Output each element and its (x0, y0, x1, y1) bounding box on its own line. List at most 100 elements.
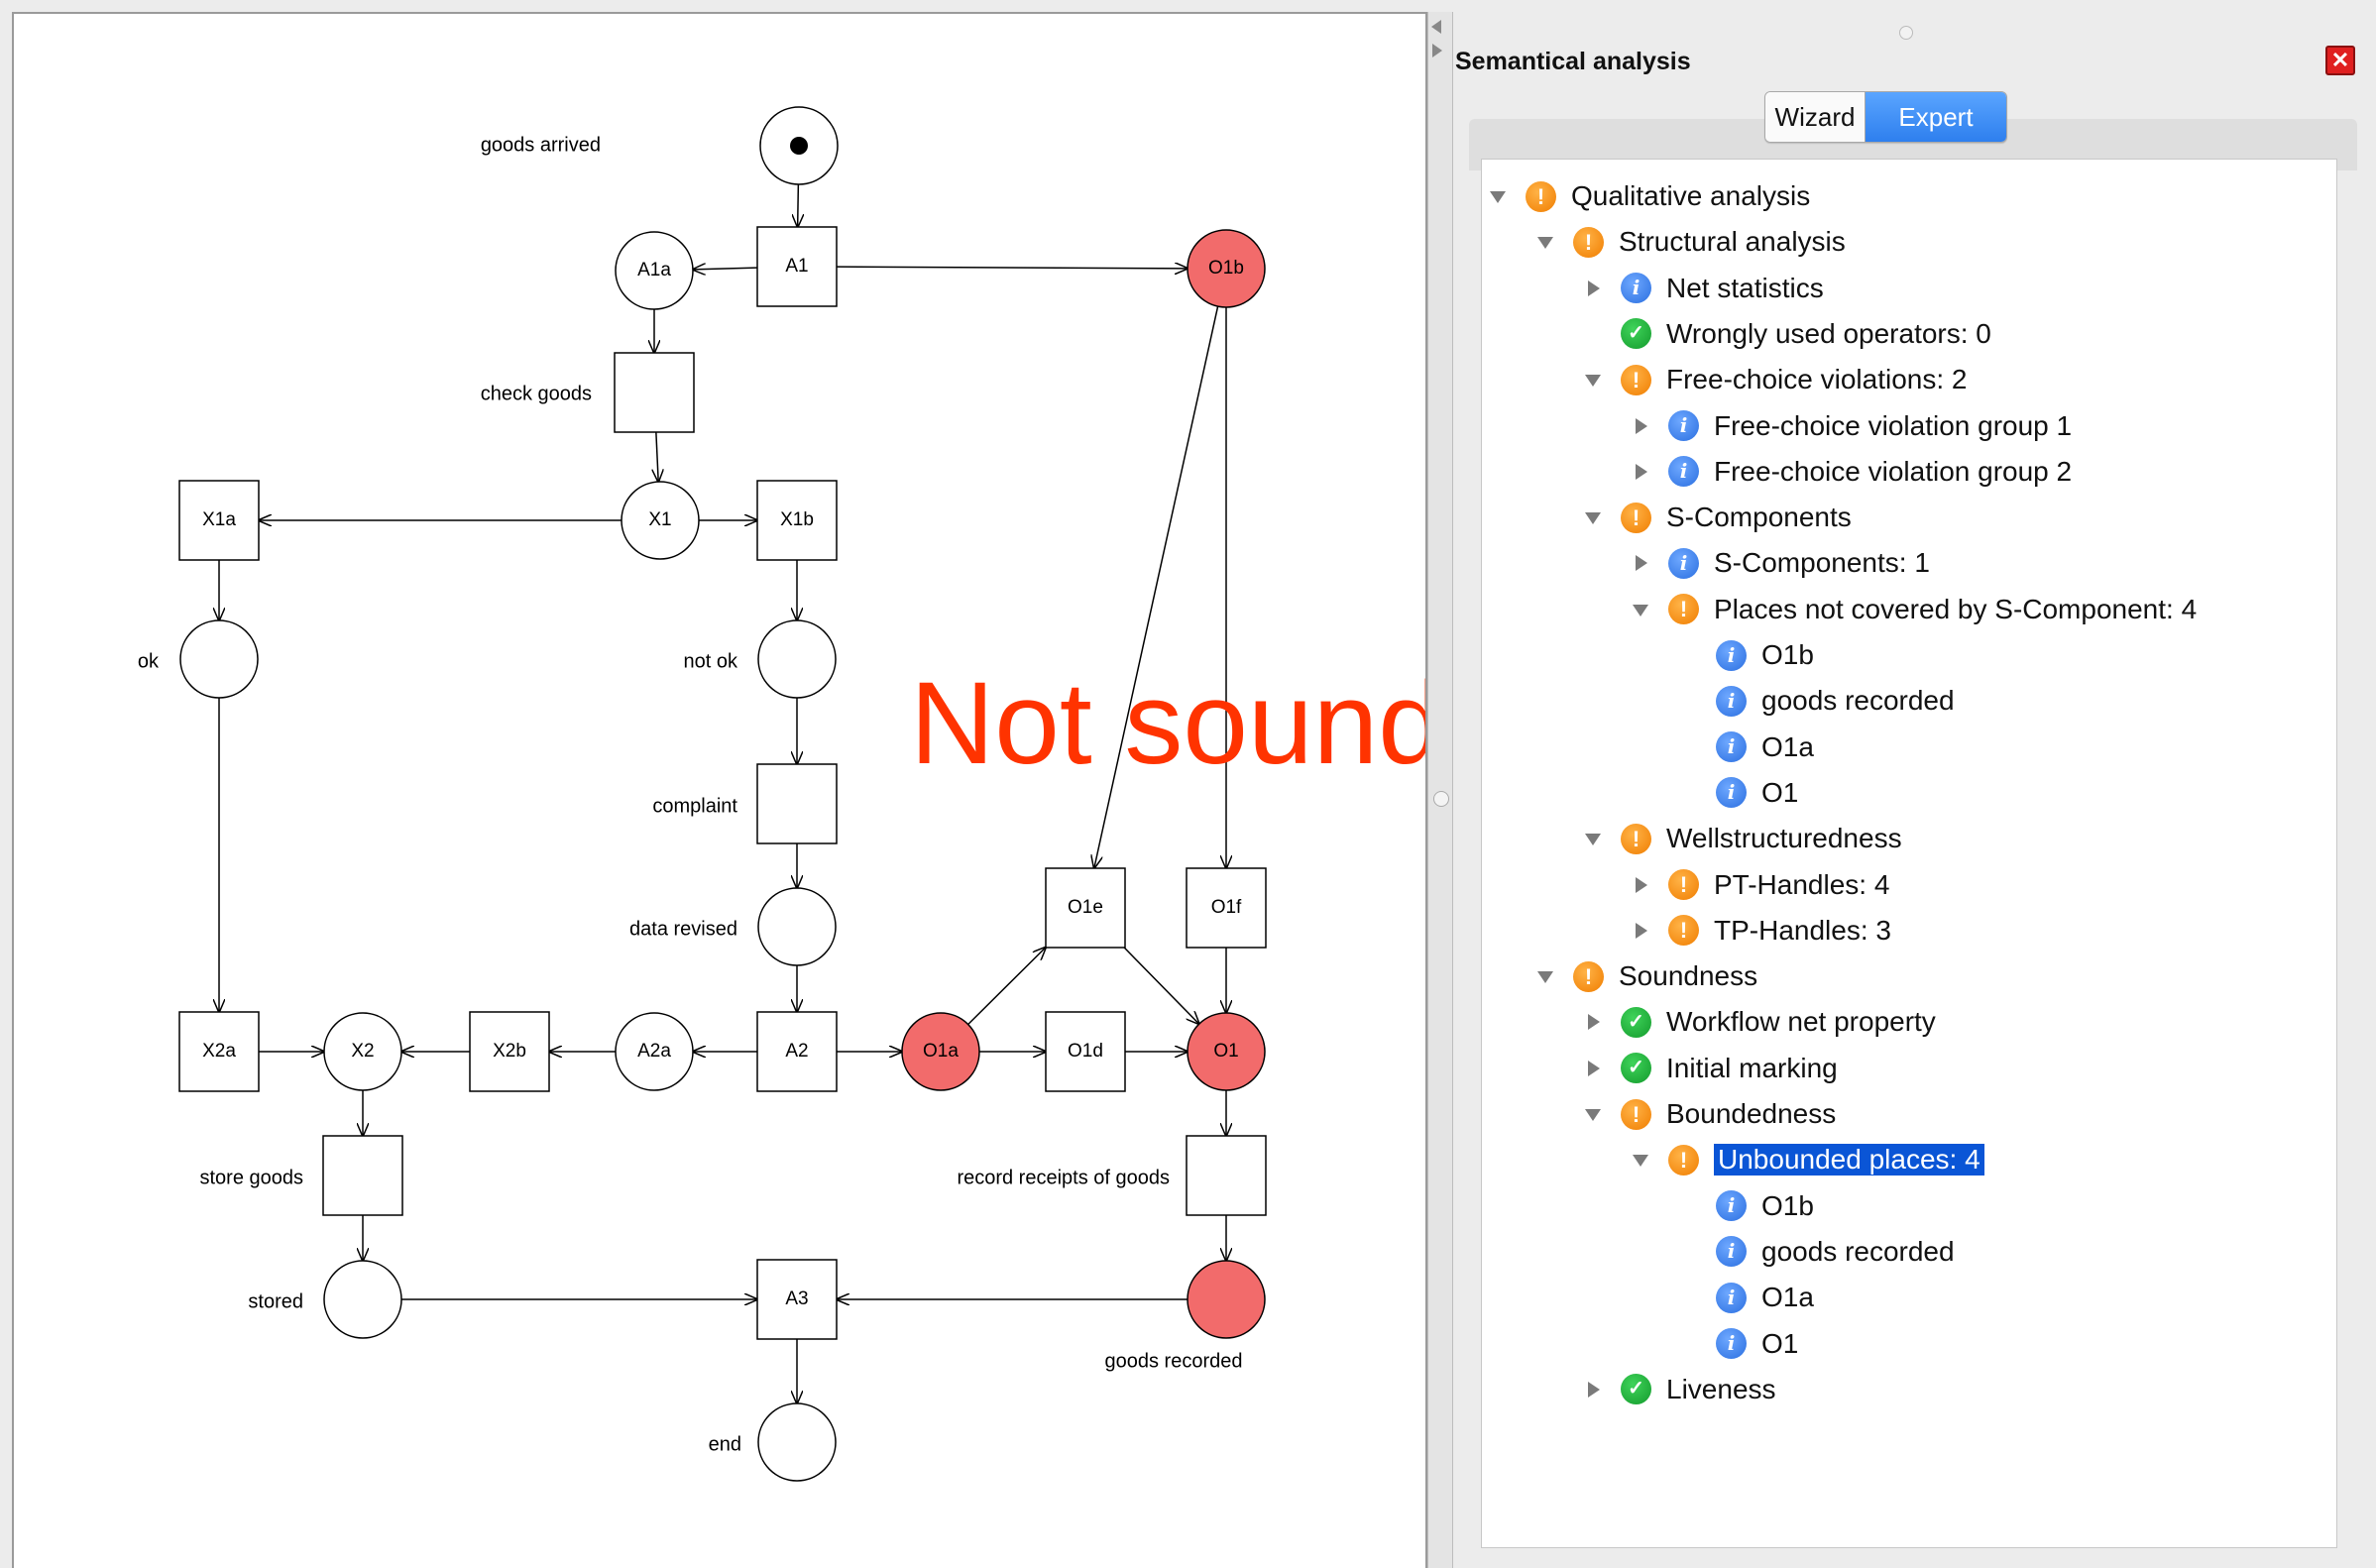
place[interactable] (901, 1012, 980, 1091)
place-name: A2a (637, 1041, 671, 1062)
collapsed-arrow-icon[interactable] (1585, 1381, 1601, 1398)
tree-item[interactable]: !Soundness (1537, 957, 1757, 995)
place[interactable] (615, 1012, 694, 1091)
place[interactable] (1187, 1260, 1266, 1339)
arc[interactable] (836, 267, 1188, 269)
arc[interactable] (967, 948, 1046, 1026)
tree-item[interactable]: !Qualitative analysis (1490, 177, 1810, 215)
tree-item[interactable]: !PT-Handles: 4 (1633, 866, 1889, 904)
tree-item[interactable]: !Boundedness (1585, 1095, 1836, 1133)
transition-label: store goods (199, 1167, 303, 1188)
warning-icon: ! (1621, 823, 1651, 854)
tree-spacer (1680, 785, 1696, 801)
expanded-arrow-icon[interactable] (1585, 831, 1601, 846)
expanded-arrow-icon[interactable] (1585, 372, 1601, 388)
collapsed-arrow-icon[interactable] (1633, 922, 1648, 939)
place[interactable] (323, 1260, 402, 1339)
transition[interactable] (756, 226, 838, 307)
split-handle-icon[interactable] (1433, 791, 1449, 807)
collapsed-arrow-icon[interactable] (1633, 463, 1648, 480)
place[interactable] (615, 231, 694, 310)
transition[interactable] (469, 1011, 550, 1092)
transition[interactable] (614, 352, 695, 433)
collapsed-arrow-icon[interactable] (1585, 1060, 1601, 1076)
arc[interactable] (656, 431, 658, 482)
place[interactable] (1187, 229, 1266, 308)
collapsed-arrow-icon[interactable] (1633, 417, 1648, 434)
transition[interactable] (1045, 867, 1126, 949)
place[interactable] (757, 619, 837, 699)
expanded-arrow-icon[interactable] (1633, 602, 1648, 617)
place-name: O1b (1208, 258, 1244, 279)
expanded-arrow-icon[interactable] (1537, 234, 1553, 250)
expanded-arrow-icon[interactable] (1585, 1106, 1601, 1122)
transition-name: A3 (785, 1288, 808, 1309)
place[interactable] (757, 887, 837, 966)
tree-item[interactable]: !Unbounded places: 4 (1633, 1141, 1984, 1178)
transition[interactable] (1186, 1135, 1267, 1216)
tree-item[interactable]: !S-Components (1585, 499, 1852, 536)
tree-spacer (1680, 1244, 1696, 1260)
collapse-right-icon[interactable] (1432, 44, 1442, 57)
close-button[interactable]: ✕ (2325, 46, 2355, 75)
tree-item[interactable]: !TP-Handles: 3 (1633, 912, 1891, 950)
arc[interactable] (693, 268, 758, 270)
transition[interactable] (178, 480, 260, 561)
transition[interactable] (756, 763, 838, 844)
place[interactable] (621, 481, 700, 560)
tree-item[interactable]: ✓Initial marking (1585, 1050, 1838, 1087)
transition[interactable] (322, 1135, 403, 1216)
tree-item[interactable]: ✓Workflow net property (1585, 1003, 1936, 1041)
collapsed-arrow-icon[interactable] (1633, 876, 1648, 893)
transition[interactable] (1186, 867, 1267, 949)
tree-item[interactable]: !Wellstructuredness (1585, 820, 1902, 857)
transition[interactable] (178, 1011, 260, 1092)
expanded-arrow-icon[interactable] (1585, 509, 1601, 525)
transition[interactable] (756, 480, 838, 561)
tree-item-label: Net statistics (1666, 272, 1824, 303)
tree-item[interactable]: !Structural analysis (1537, 223, 1846, 261)
collapsed-arrow-icon[interactable] (1585, 1014, 1601, 1031)
place[interactable] (179, 619, 259, 699)
split-divider[interactable] (1427, 12, 1453, 1568)
transition[interactable] (756, 1259, 838, 1340)
info-icon: i (1716, 639, 1747, 671)
transition[interactable] (1045, 1011, 1126, 1092)
collapsed-arrow-icon[interactable] (1585, 280, 1601, 296)
place-label: goods arrived (481, 134, 601, 156)
arc[interactable] (798, 183, 799, 227)
collapse-left-icon[interactable] (1431, 20, 1441, 34)
tree-item[interactable]: ✓Liveness (1585, 1371, 1776, 1408)
info-icon: i (1716, 1328, 1747, 1359)
tab-expert[interactable]: Expert (1866, 92, 2006, 142)
transition[interactable] (756, 1011, 838, 1092)
tree-item[interactable]: !Places not covered by S-Component: 4 (1633, 591, 2197, 628)
expanded-arrow-icon[interactable] (1490, 188, 1506, 204)
place-name: A1a (637, 260, 671, 280)
arc[interactable] (1094, 305, 1219, 868)
tab-wizard[interactable]: Wizard (1765, 92, 1866, 142)
place[interactable] (323, 1012, 402, 1091)
tree-item[interactable]: ✓Wrongly used operators: 0 (1585, 315, 1991, 353)
panel-grip-icon[interactable] (1899, 26, 1913, 40)
place[interactable] (1187, 1012, 1266, 1091)
arc[interactable] (1123, 947, 1199, 1024)
tree-item[interactable]: !Free-choice violations: 2 (1585, 361, 1967, 398)
collapsed-arrow-icon[interactable] (1633, 555, 1648, 572)
expanded-arrow-icon[interactable] (1633, 1152, 1648, 1168)
place[interactable] (757, 1402, 837, 1482)
expanded-arrow-icon[interactable] (1537, 968, 1553, 984)
